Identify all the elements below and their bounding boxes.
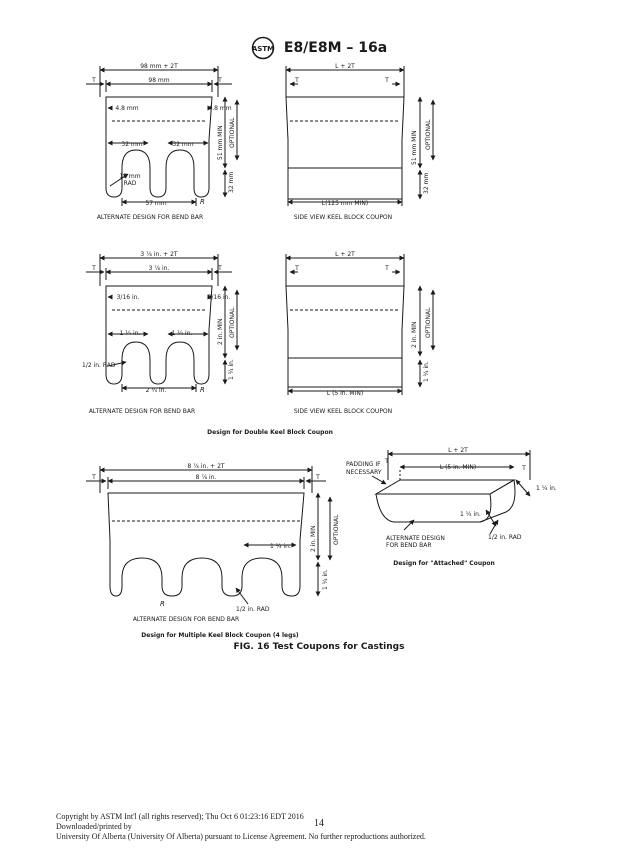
svg-text:32 mm: 32 mm [121,141,142,148]
svg-text:1/2 in. RAD: 1/2 in. RAD [488,534,522,541]
svg-text:2 ¼ in.: 2 ¼ in. [146,387,167,394]
svg-text:OPTIONAL: OPTIONAL [425,307,432,338]
panel-keel-block-mm [86,66,240,206]
svg-text:T: T [384,77,389,84]
svg-text:ASTM: ASTM [252,45,274,53]
svg-text:T: T [384,265,389,272]
svg-text:OPTIONAL: OPTIONAL [229,307,236,338]
svg-text:T: T [384,458,389,465]
keel-outline-mm [105,96,213,198]
svg-text:8 ⁷⁄₈ in. + 2T: 8 ⁷⁄₈ in. + 2T [187,463,224,470]
svg-text:T: T [217,77,222,84]
svg-text:2 in. MIN: 2 in. MIN [217,319,224,345]
panel-side-view-in-labels: L + 2T T T L (5 in. MIN) 2 in. MIN 1 ¼ i… [294,251,432,415]
svg-text:3/16 in.: 3/16 in. [208,294,231,301]
svg-text:OPTIONAL: OPTIONAL [425,119,432,150]
panel-side-view-mm-labels: L + 2T T T L(125 mm MIN) 51 mm MIN 32 mm… [294,63,432,221]
svg-text:L (5 in. MIN): L (5 in. MIN) [327,390,363,397]
svg-text:R: R [160,600,165,608]
svg-text:R: R [200,386,205,394]
panel-multiple-keel-labels: 8 ⁷⁄₈ in. + 2T 8 ⁷⁄₈ in. T T 1 ¼ in. 2 i… [91,463,340,623]
svg-text:4.8 mm: 4.8 mm [115,105,138,112]
svg-text:1 ¼ in.: 1 ¼ in. [172,330,193,337]
svg-text:T: T [315,474,320,481]
figure-drawings: 98 mm + 2T 98 mm T T 4.8 mm 4.8 mm 32 mm… [82,63,557,639]
svg-text:2 in. MIN: 2 in. MIN [310,526,317,552]
svg-text:13 mm: 13 mm [119,173,140,180]
multi-keel-outline [107,492,305,597]
svg-text:OPTIONAL: OPTIONAL [229,117,236,148]
svg-text:T: T [91,77,96,84]
svg-text:L + 2T: L + 2T [335,251,355,258]
svg-text:L + 2T: L + 2T [448,447,468,454]
panel-attached-coupon [371,450,531,535]
svg-text:R: R [200,198,205,206]
double-keel-caption: Design for Double Keel Block Coupon [207,429,333,436]
svg-text:3 ⁷⁄₈ in.: 3 ⁷⁄₈ in. [149,265,170,272]
svg-text:T: T [217,265,222,272]
svg-text:32 mm: 32 mm [172,141,193,148]
astm-logo: ASTM [251,36,275,60]
panel-multiple-keel [86,466,333,605]
panel-keel-block-mm-labels: 98 mm + 2T 98 mm T T 4.8 mm 4.8 mm 32 mm… [91,63,236,221]
copyright-footer: Copyright by ASTM Int'l (all rights rese… [56,812,426,842]
svg-text:SIDE VIEW KEEL BLOCK COUPON: SIDE VIEW KEEL BLOCK COUPON [294,214,392,221]
svg-text:L + 2T: L + 2T [335,63,355,70]
svg-text:3 ⁷⁄₈ in. + 2T: 3 ⁷⁄₈ in. + 2T [140,251,177,258]
svg-text:8 ⁷⁄₈ in.: 8 ⁷⁄₈ in. [196,474,217,481]
svg-text:32 mm: 32 mm [228,172,235,193]
svg-text:2 in. MIN: 2 in. MIN [411,322,418,348]
svg-text:T: T [294,265,299,272]
multiple-keel-caption: Design for Multiple Keel Block Coupon (4… [141,632,299,639]
panel-side-view-in [285,254,436,395]
svg-text:NECESSARY: NECESSARY [346,469,382,476]
svg-text:SIDE VIEW KEEL BLOCK COUPON: SIDE VIEW KEEL BLOCK COUPON [294,408,392,415]
panel-keel-block-in-labels: 3 ⁷⁄₈ in. + 2T 3 ⁷⁄₈ in. T T 3/16 in. 3/… [82,251,236,415]
svg-text:ALTERNATE DESIGN: ALTERNATE DESIGN [386,535,445,542]
svg-text:ALTERNATE DESIGN FOR BEND BAR: ALTERNATE DESIGN FOR BEND BAR [133,616,239,623]
svg-text:3/16 in.: 3/16 in. [117,294,140,301]
svg-text:RAD: RAD [124,180,137,187]
svg-text:L(125 mm MIN): L(125 mm MIN) [322,200,368,207]
page-header: ASTM E8/E8M – 16a [0,36,638,60]
page-number: 14 [314,818,324,829]
footer-line-2: Downloaded/printed by [56,822,132,831]
svg-text:1 ¼ in.: 1 ¼ in. [536,485,557,492]
svg-text:T: T [294,77,299,84]
panel-keel-block-in [86,254,240,392]
svg-text:1 ¼ in.: 1 ¼ in. [270,543,291,550]
svg-text:1 ¼ in.: 1 ¼ in. [322,569,329,590]
svg-text:ALTERNATE DESIGN FOR BEND BAR: ALTERNATE DESIGN FOR BEND BAR [97,214,203,221]
svg-text:1 ¼ in.: 1 ¼ in. [423,361,430,382]
svg-text:T: T [521,465,526,472]
svg-text:T: T [91,474,96,481]
svg-text:98 mm + 2T: 98 mm + 2T [140,63,178,70]
svg-text:ALTERNATE DESIGN FOR BEND BAR: ALTERNATE DESIGN FOR BEND BAR [89,408,195,415]
svg-text:1 ¼ in.: 1 ¼ in. [460,511,481,518]
svg-text:1 ¼ in.: 1 ¼ in. [120,330,141,337]
svg-text:57 mm: 57 mm [145,200,166,207]
figure-title: FIG. 16 Test Coupons for Castings [233,642,405,652]
svg-text:51 mm MIN: 51 mm MIN [411,130,418,165]
svg-text:T: T [91,265,96,272]
keel-outline-in [105,285,213,385]
panel-attached-coupon-labels: L + 2T T T PADDING IF NECESSARY L (5 in.… [346,447,557,549]
svg-text:PADDING IF: PADDING IF [346,461,381,468]
svg-text:OPTIONAL: OPTIONAL [333,514,340,545]
svg-text:1 ¼ in.: 1 ¼ in. [228,359,235,380]
svg-text:32 mm: 32 mm [423,173,430,194]
panel-side-view-mm [285,66,436,206]
svg-text:FOR BEND BAR: FOR BEND BAR [386,542,432,549]
svg-text:1/2 in. RAD: 1/2 in. RAD [82,362,116,369]
svg-text:98 mm: 98 mm [148,77,169,84]
svg-text:4.8 mm: 4.8 mm [208,105,231,112]
svg-text:51 mm MIN: 51 mm MIN [217,125,224,160]
footer-line-3: University Of Alberta (University Of Alb… [56,832,426,841]
attached-coupon-caption: Design for "Attached" Coupon [393,560,495,567]
svg-text:L (5 in. MIN): L (5 in. MIN) [440,464,476,471]
svg-text:1/2 in. RAD: 1/2 in. RAD [236,606,270,613]
footer-line-1: Copyright by ASTM Int'l (all rights rese… [56,812,304,821]
document-title: E8/E8M – 16a [283,40,388,56]
